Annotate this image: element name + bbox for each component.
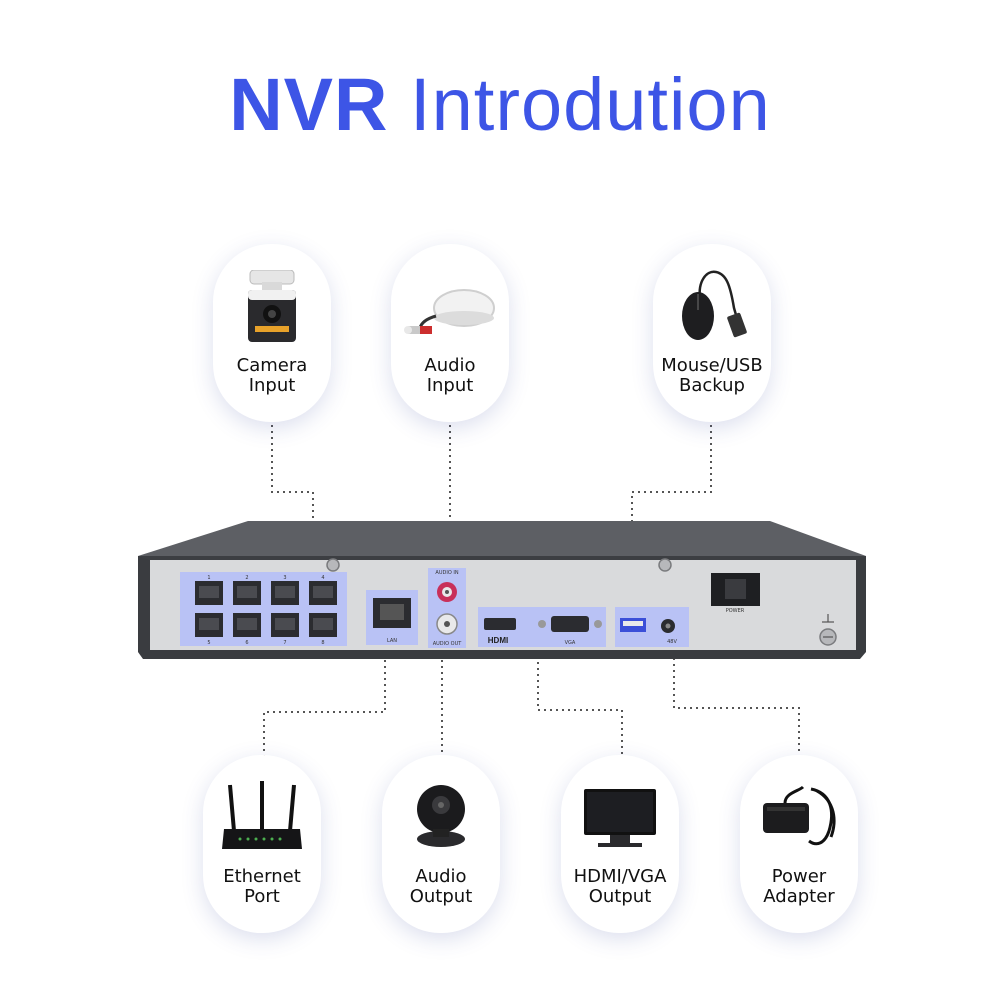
label-vga: VGA (565, 640, 576, 646)
poe-port-number: 5 (207, 640, 210, 646)
callout-audio-output: Audio Output (382, 755, 500, 933)
audio-input-line1: Audio (424, 355, 476, 376)
poe-port-socket (275, 618, 295, 630)
label-audio-in: AUDIO IN (435, 570, 458, 576)
audio-ports-highlight (428, 568, 466, 648)
camera-input-line2: Input (248, 375, 296, 396)
power-adapter-icon (763, 785, 836, 846)
mouse-icon (682, 270, 747, 340)
poe-port-socket (199, 586, 219, 598)
poe-port-socket (199, 618, 219, 630)
poe-port-number: 1 (207, 575, 210, 581)
poe-port-socket (313, 618, 333, 630)
poe-port-socket (237, 618, 257, 630)
poe-port-socket (237, 586, 257, 598)
poe-port-number: 3 (283, 575, 286, 581)
speaker-icon (417, 785, 465, 847)
audio-output-line2: Output (409, 886, 473, 907)
hdmi-vga-output-line2: Output (588, 886, 652, 907)
hdmi-vga-output-line1: HDMI/VGA (573, 866, 667, 887)
mouse-usb-line2: Backup (679, 375, 745, 396)
label-hdmi: HDMI (488, 636, 508, 645)
nvr-top-cover (138, 521, 866, 556)
microphone-icon (404, 289, 495, 334)
ethernet-port-line2: Port (244, 886, 280, 907)
audio-input-line2: Input (426, 375, 474, 396)
vga-port (551, 616, 589, 632)
poe-port-number: 2 (245, 575, 248, 581)
camera-icon (248, 270, 296, 342)
router-icon (222, 781, 302, 849)
poe-port-number: 4 (321, 575, 324, 581)
label-lan: LAN (387, 638, 397, 644)
camera-input-line1: Camera (236, 355, 308, 376)
poe-port-socket (275, 586, 295, 598)
label-power: POWER (726, 608, 745, 614)
monitor-icon (584, 789, 656, 847)
poe-port-number: 8 (321, 640, 324, 646)
mouse-usb-line1: Mouse/USB (661, 355, 763, 376)
title-introduction: Introdution (410, 63, 771, 146)
connector-ethernet (263, 648, 386, 758)
poe-port-number: 7 (283, 640, 286, 646)
ethernet-port-line1: Ethernet (223, 866, 301, 887)
label-dc: 48V (667, 639, 677, 645)
nvr-left-side (138, 556, 150, 659)
page-title: NVR Introdution (0, 62, 1000, 147)
poe-port-group: 1 2 3 4 5 6 7 8 (195, 575, 337, 646)
hdmi-port (484, 618, 516, 630)
audio-output-line1: Audio (415, 866, 467, 887)
connector-power (673, 640, 800, 758)
connector-video (537, 650, 623, 758)
callout-power-adapter: Power Adapter (740, 755, 858, 933)
callout-mouse-usb: Mouse/USB Backup (653, 244, 771, 422)
label-audio-out: AUDIO OUT (433, 641, 463, 647)
callout-audio-input: Audio Input (391, 244, 509, 422)
callout-ethernet-port: Ethernet Port (203, 755, 321, 933)
callout-hdmi-vga-output: HDMI/VGA Output (561, 755, 679, 933)
nvr-right-side (856, 556, 866, 659)
power-adapter-line1: Power (771, 866, 827, 887)
poe-port-socket (313, 586, 333, 598)
power-adapter-line2: Adapter (763, 886, 835, 907)
poe-port-number: 6 (245, 640, 248, 646)
callout-camera-input: Camera Input (213, 244, 331, 422)
title-nvr: NVR (229, 63, 389, 146)
